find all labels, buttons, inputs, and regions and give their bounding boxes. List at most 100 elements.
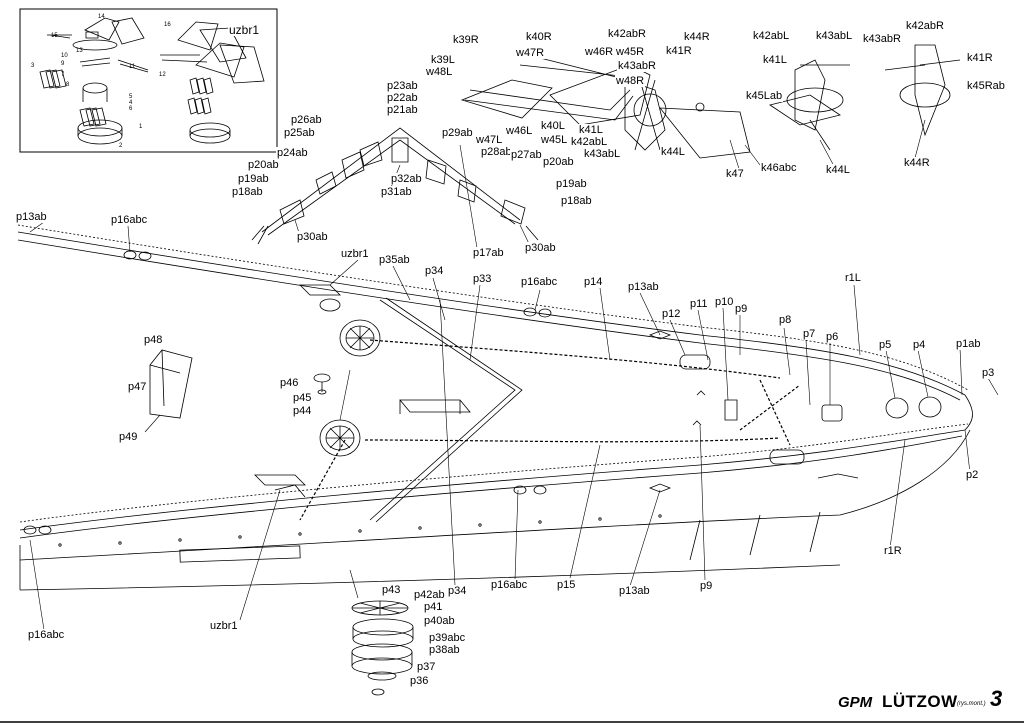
label-p34-bottom: p34 bbox=[447, 585, 468, 597]
deck-gun-upper bbox=[300, 285, 340, 311]
label-p43: p43 bbox=[381, 584, 402, 596]
label-p41: p41 bbox=[423, 601, 444, 613]
label-p27ab: p27ab bbox=[510, 149, 543, 161]
label-p13ab-bottom: p13ab bbox=[618, 585, 651, 597]
footer-title: LÜTZOW bbox=[882, 692, 958, 711]
label-p33: p33 bbox=[472, 273, 493, 285]
anchor-chains bbox=[300, 340, 800, 520]
label-k43abR: k43abR bbox=[617, 60, 657, 72]
label-w48L: w48L bbox=[425, 66, 454, 78]
label-w45L: w45L bbox=[540, 134, 569, 146]
label-p13ab-left: p13ab bbox=[15, 211, 48, 223]
label-k43abL-mid: k43abL bbox=[583, 148, 622, 160]
label-p42ab: p42ab bbox=[413, 589, 446, 601]
label-k44R-top: k44R bbox=[683, 31, 711, 43]
label-k40R: k40R bbox=[525, 31, 553, 43]
label-p9-top: p9 bbox=[734, 303, 749, 315]
label-k44L: k44L bbox=[825, 164, 851, 176]
inset-part-number: 6 bbox=[129, 106, 133, 112]
label-k39L: k39L bbox=[430, 54, 456, 66]
catapult-assembly bbox=[462, 58, 750, 158]
label-p7: p7 bbox=[802, 328, 817, 340]
label-p40ab: p40ab bbox=[423, 615, 456, 627]
label-k43abR-r: k43abR bbox=[862, 33, 902, 45]
forecastle-deck bbox=[18, 225, 973, 590]
inset-part-number: 15 bbox=[51, 33, 58, 39]
boat-part-right bbox=[885, 45, 960, 135]
label-k43abL: k43abL bbox=[815, 30, 854, 42]
label-p16abc-mid: p16abc bbox=[520, 276, 559, 288]
label-k42abR-top: k42abR bbox=[607, 28, 647, 40]
inset-part-number: 1 bbox=[139, 124, 143, 130]
footer-brand-logo: GPM bbox=[838, 694, 873, 711]
label-p37: p37 bbox=[416, 661, 437, 673]
breakwater bbox=[370, 298, 522, 522]
inset-part-number: 7 bbox=[61, 72, 65, 78]
label-k41L-mid: k41L bbox=[578, 124, 604, 136]
inset-part-number: 8 bbox=[66, 82, 70, 88]
inset-gun-mount-exploded bbox=[40, 18, 264, 144]
label-p44: p44 bbox=[292, 405, 313, 417]
label-w47R: w47R bbox=[515, 47, 546, 59]
label-p48: p48 bbox=[143, 334, 164, 346]
label-p2: p2 bbox=[965, 469, 980, 481]
label-p35ab: p35ab bbox=[378, 254, 411, 266]
label-p20ab-l: p20ab bbox=[247, 159, 280, 171]
label-p18ab-r: p18ab bbox=[560, 195, 593, 207]
label-p12: p12 bbox=[661, 308, 682, 320]
box-p47 bbox=[150, 350, 192, 418]
label-p6: p6 bbox=[825, 331, 840, 343]
deck-gun-lower bbox=[255, 475, 305, 497]
label-p47: p47 bbox=[127, 381, 148, 393]
label-p11: p11 bbox=[689, 298, 709, 310]
label-p10: p10 bbox=[714, 296, 735, 308]
label-p19ab-l: p19ab bbox=[237, 173, 270, 185]
inset-part-number: 4 bbox=[129, 100, 133, 106]
label-p5: p5 bbox=[878, 339, 893, 351]
label-p30ab-l: p30ab bbox=[296, 231, 329, 243]
label-p31ab: p31ab bbox=[380, 186, 413, 198]
inset-part-number: 12 bbox=[159, 72, 166, 78]
label-k41R-top: k41R bbox=[665, 45, 693, 57]
label-k40L: k40L bbox=[540, 120, 566, 132]
deck-fittings bbox=[24, 251, 941, 534]
label-k41R: k41R bbox=[966, 52, 994, 64]
label-p45: p45 bbox=[292, 392, 313, 404]
label-p15: p15 bbox=[556, 579, 577, 591]
label-k44R: k44R bbox=[903, 157, 931, 169]
label-p16abc-left: p16abc bbox=[110, 214, 149, 226]
label-uzbr1-bottom: uzbr1 bbox=[209, 620, 239, 632]
inset-part-number: 16 bbox=[164, 22, 171, 28]
label-p21ab: p21ab bbox=[386, 104, 419, 116]
label-p36: p36 bbox=[409, 675, 430, 687]
inset-frame bbox=[20, 9, 277, 152]
label-p24ab: p24ab bbox=[276, 147, 309, 159]
label-p34-top: p34 bbox=[424, 265, 445, 277]
label-p9-bottom: p9 bbox=[699, 580, 714, 592]
label-p38ab: p38ab bbox=[428, 644, 461, 656]
inset-part-number: 9 bbox=[61, 61, 65, 67]
label-p30ab-r: p30ab bbox=[524, 242, 557, 254]
label-p1ab: p1ab bbox=[955, 338, 982, 350]
footer-note: (rys.mont.) bbox=[957, 701, 986, 707]
label-p29ab: p29ab bbox=[441, 127, 474, 139]
inset-part-number: 10 bbox=[61, 53, 68, 59]
inset-part-number: 2 bbox=[119, 143, 123, 149]
label-k46abc: k46abc bbox=[760, 162, 798, 174]
label-p22ab: p22ab bbox=[386, 92, 419, 104]
part-p44 bbox=[314, 374, 330, 394]
inset-part-number: 14 bbox=[98, 14, 105, 20]
label-p32ab: p32ab bbox=[390, 173, 423, 185]
label-p8: p8 bbox=[778, 314, 793, 326]
label-p25ab: p25ab bbox=[283, 127, 316, 139]
label-p3: p3 bbox=[981, 367, 996, 379]
label-k39R: k39R bbox=[452, 34, 480, 46]
label-k41L: k41L bbox=[762, 54, 788, 66]
inset-part-number: 11 bbox=[129, 64, 136, 70]
label-k44L-mid: k44L bbox=[660, 146, 686, 158]
label-p4: p4 bbox=[912, 339, 927, 351]
label-k42abR: k42abR bbox=[905, 20, 945, 32]
label-p19ab-r: p19ab bbox=[555, 178, 588, 190]
label-p17ab: p17ab bbox=[472, 247, 505, 259]
